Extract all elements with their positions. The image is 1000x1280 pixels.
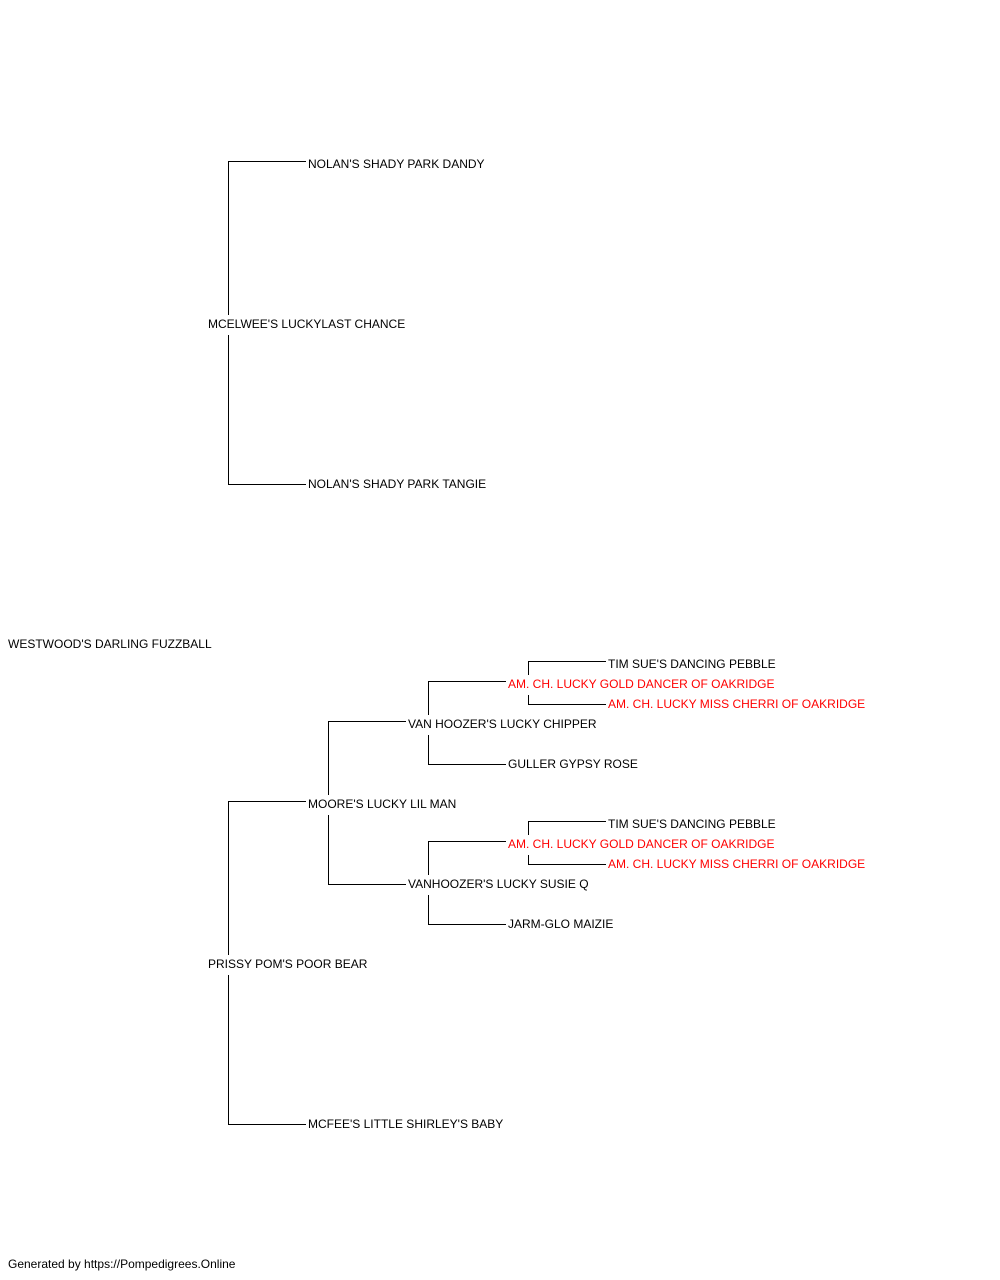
connector-dam-to-dam-dam [228, 975, 306, 1125]
sire-name: MCELWEE'S LUCKYLAST CHANCE [208, 317, 406, 331]
dam-sire-name: MOORE'S LUCKY LIL MAN [308, 797, 457, 811]
champion-name: AM. CH. LUCKY GOLD DANCER OF OAKRIDGE [508, 677, 775, 691]
generated-by-footer: Generated by https://Pompedigrees.Online [8, 1257, 236, 1271]
connector-chipper-to-gypsy-rose [428, 735, 506, 765]
sire-dam-name: NOLAN'S SHADY PARK TANGIE [308, 477, 487, 491]
connector-dam-to-dam-sire [228, 801, 306, 955]
dam-sire-dam-dam-name: JARM-GLO MAIZIE [508, 917, 614, 931]
connector-chipper-to-gold-dancer [428, 681, 506, 715]
dam-sire-dam-name: VANHOOZER'S LUCKY SUSIE Q [408, 877, 589, 891]
connector-gold-dancer-1-to-cherri [528, 695, 606, 705]
dam-dam-name: MCFEE'S LITTLE SHIRLEY'S BABY [308, 1117, 504, 1131]
connector-sire-to-sire-dam [228, 335, 306, 485]
champion-name: AM. CH. LUCKY MISS CHERRI OF OAKRIDGE [608, 857, 866, 871]
connector-gold-dancer-1-to-pebble [528, 661, 606, 675]
connector-dam-sire-to-susie [328, 815, 406, 885]
ancestor-name: TIM SUE'S DANCING PEBBLE [608, 817, 776, 831]
connector-gold-dancer-2-to-pebble [528, 821, 606, 835]
connector-susie-to-maizie [428, 895, 506, 925]
sire-sire-name: NOLAN'S SHADY PARK DANDY [308, 157, 485, 171]
champion-name: AM. CH. LUCKY MISS CHERRI OF OAKRIDGE [608, 697, 866, 711]
dam-sire-sire-name: VAN HOOZER'S LUCKY CHIPPER [408, 717, 597, 731]
ancestor-name: TIM SUE'S DANCING PEBBLE [608, 657, 776, 671]
connector-gold-dancer-2-to-cherri [528, 855, 606, 865]
connector-sire-to-sire-sire [228, 161, 306, 315]
dam-name: PRISSY POM'S POOR BEAR [208, 957, 368, 971]
connector-susie-to-gold-dancer [428, 841, 506, 875]
connector-dam-sire-to-chipper [328, 721, 406, 795]
champion-name: AM. CH. LUCKY GOLD DANCER OF OAKRIDGE [508, 837, 775, 851]
subject-name: WESTWOOD'S DARLING FUZZBALL [8, 637, 212, 651]
dam-sire-sire-dam-name: GULLER GYPSY ROSE [508, 757, 638, 771]
